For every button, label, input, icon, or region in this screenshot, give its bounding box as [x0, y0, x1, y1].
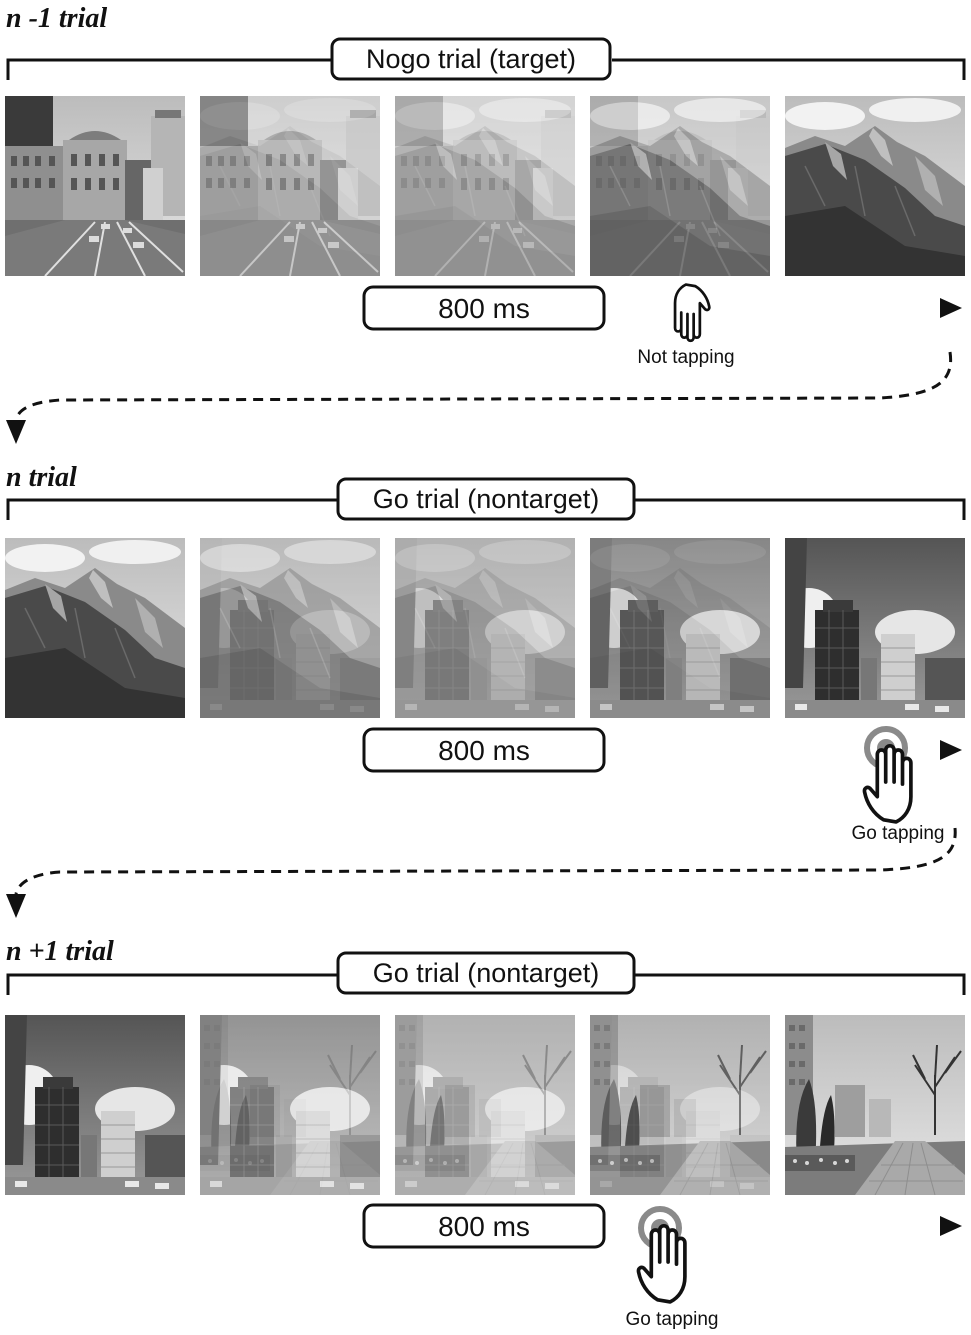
frame-2 — [200, 1015, 380, 1195]
frame-3 — [395, 538, 575, 718]
frame-wash — [200, 96, 380, 276]
trial-type-label: Go trial (nontarget) — [373, 958, 600, 988]
hand-icon — [673, 283, 712, 343]
frame-4 — [590, 1015, 770, 1195]
transition-arrowhead — [6, 894, 26, 918]
frame-wash — [590, 96, 770, 276]
frame-strip — [5, 96, 965, 276]
frame-wash — [200, 538, 380, 718]
duration-label: 800 ms — [438, 293, 530, 324]
frame-3 — [395, 1015, 575, 1195]
frame-2 — [200, 96, 380, 276]
frame-strip — [5, 1015, 965, 1195]
frame-wash — [590, 1015, 770, 1195]
trial-bracket — [6, 58, 966, 80]
trial-type-label: Go trial (nontarget) — [373, 484, 600, 514]
duration-box — [362, 727, 606, 773]
trial-type-box — [336, 951, 636, 995]
frame-1 — [5, 538, 185, 718]
trial-block-n: n trial Go trial (nontarget) 800 ms Go t… — [5, 462, 966, 918]
trial-type-box — [330, 37, 612, 81]
transition-arrow — [14, 351, 953, 421]
frame-wash — [395, 1015, 575, 1195]
frame-5 — [785, 1015, 965, 1195]
duration-label: 800 ms — [438, 735, 530, 766]
duration-box — [362, 1203, 606, 1249]
trial-block-n-minus-1: n -1 trial Nogo trial (target) 800 ms No… — [5, 3, 966, 444]
frame-2 — [200, 538, 380, 718]
trial-type-box — [336, 477, 636, 521]
trial-type-label: Nogo trial (target) — [366, 44, 576, 74]
trial-label: n trial — [6, 462, 77, 493]
timeline-arrowhead — [940, 298, 962, 318]
response-label: Go tapping — [626, 1309, 719, 1330]
trial-bracket — [6, 973, 966, 995]
transition-arrow — [14, 827, 957, 895]
trial-label: n -1 trial — [6, 3, 107, 34]
frame-5 — [785, 538, 965, 718]
duration-label: 800 ms — [438, 1211, 530, 1242]
timeline-arrowhead — [940, 740, 962, 760]
timeline-arrowhead — [940, 1216, 962, 1236]
response-label: Not tapping — [637, 347, 734, 368]
duration-box — [362, 285, 606, 331]
trial-block-n-plus-1: n +1 trial Go trial (nontarget) 800 ms G… — [5, 936, 966, 1330]
response-label: Go tapping — [852, 823, 945, 844]
frame-1 — [5, 1015, 185, 1195]
frame-wash — [395, 538, 575, 718]
frame-wash — [395, 96, 575, 276]
trial-label: n +1 trial — [6, 936, 114, 967]
frame-4 — [590, 96, 770, 276]
frame-1 — [5, 96, 185, 276]
frame-3 — [395, 96, 575, 276]
frame-wash — [590, 538, 770, 718]
frame-4 — [590, 538, 770, 718]
frame-wash — [200, 1015, 380, 1195]
frame-strip — [5, 538, 965, 718]
trial-bracket — [6, 498, 966, 520]
frame-5 — [785, 96, 965, 276]
transition-arrowhead — [6, 420, 26, 444]
